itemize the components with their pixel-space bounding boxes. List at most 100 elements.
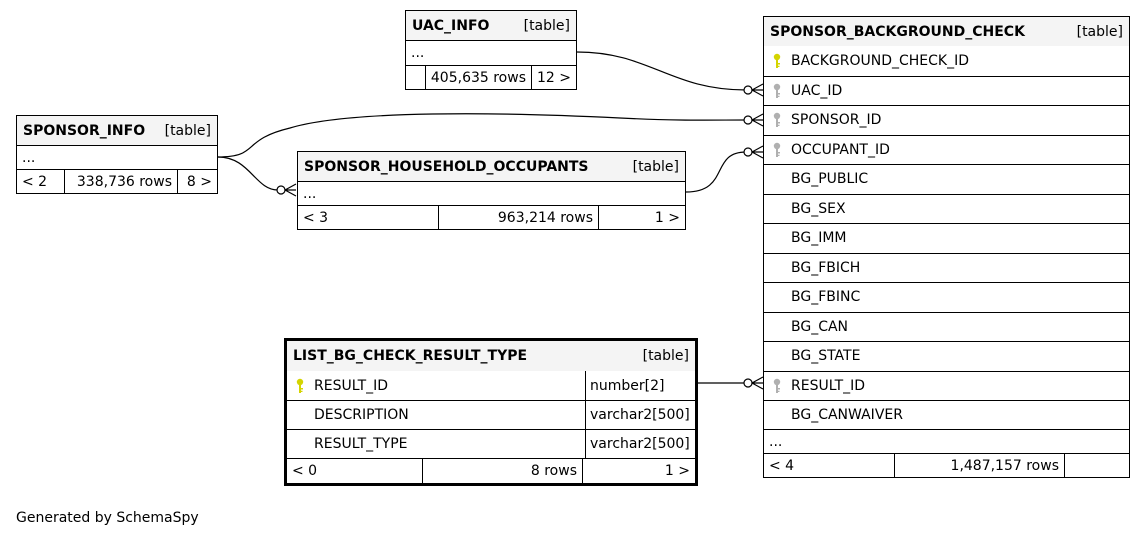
columns-ellipsis: ... bbox=[303, 185, 317, 202]
foreign-key-icon bbox=[773, 378, 781, 393]
column-name[interactable]: BG_FBICH bbox=[764, 254, 865, 283]
children-link[interactable]: 1 > bbox=[598, 206, 685, 229]
column-row[interactable]: BG_SEX bbox=[764, 193, 1129, 224]
column-row[interactable]: BG_STATE bbox=[764, 341, 1129, 371]
edge-sponsor-info-bg bbox=[217, 113, 747, 158]
parents-link[interactable]: < 4 bbox=[769, 457, 795, 474]
column-label: RESULT_ID bbox=[314, 377, 389, 394]
column-row[interactable]: RESULT_TYPE varchar2[500] bbox=[287, 429, 695, 458]
columns-ellipsis: ... bbox=[22, 149, 36, 166]
column-row[interactable]: BACKGROUND_CHECK_ID bbox=[764, 46, 1129, 76]
table-kind: [table] bbox=[632, 158, 679, 175]
column-name[interactable]: SPONSOR_ID bbox=[764, 106, 886, 135]
column-row[interactable]: RESULT_ID number[2] bbox=[287, 371, 695, 400]
edge-uac-info bbox=[576, 51, 747, 91]
column-name[interactable]: OCCUPANT_ID bbox=[764, 136, 895, 165]
children-link[interactable]: 1 > bbox=[582, 459, 695, 483]
crowfoot-circle bbox=[276, 185, 286, 195]
column-name[interactable]: BG_STATE bbox=[764, 342, 865, 371]
row-count: 963,214 rows bbox=[438, 206, 598, 229]
table-kind: [table] bbox=[1076, 23, 1123, 40]
primary-key-icon bbox=[296, 378, 304, 393]
column-name[interactable]: RESULT_TYPE bbox=[287, 430, 585, 458]
table-kind: [table] bbox=[523, 17, 570, 34]
children-link[interactable]: 12 > bbox=[531, 66, 576, 89]
children-link[interactable]: 8 > bbox=[177, 170, 217, 193]
table-sponsor-household-occupants[interactable]: SPONSOR_HOUSEHOLD_OCCUPANTS [table] ... … bbox=[297, 151, 686, 230]
column-row[interactable]: SPONSOR_ID bbox=[764, 105, 1129, 135]
parents-link[interactable]: < 2 bbox=[22, 173, 48, 190]
table-name[interactable]: SPONSOR_INFO bbox=[23, 122, 146, 139]
row-count: 338,736 rows bbox=[64, 170, 177, 193]
crowfoot bbox=[284, 183, 297, 197]
column-row[interactable]: BG_FBINC bbox=[764, 282, 1129, 312]
column-row[interactable]: DESCRIPTION varchar2[500] bbox=[287, 400, 695, 429]
crowfoot-circle bbox=[743, 378, 753, 388]
column-label: BG_SEX bbox=[791, 200, 846, 217]
column-label: BG_IMM bbox=[791, 230, 847, 247]
column-label: BG_FBICH bbox=[791, 259, 861, 276]
parents-link[interactable]: < 3 bbox=[303, 209, 329, 226]
column-row[interactable]: UAC_ID bbox=[764, 75, 1129, 106]
column-name[interactable]: UAC_ID bbox=[764, 77, 847, 106]
column-label: UAC_ID bbox=[791, 82, 843, 99]
table-list-bg-check-result-type[interactable]: LIST_BG_CHECK_RESULT_TYPE [table] RESULT… bbox=[284, 338, 698, 486]
column-name[interactable]: BG_PUBLIC bbox=[764, 165, 873, 194]
column-row[interactable]: BG_CANWAIVER bbox=[764, 400, 1129, 429]
foreign-key-icon bbox=[773, 83, 781, 98]
crowfoot-circle bbox=[743, 147, 753, 157]
column-label: BG_STATE bbox=[791, 348, 861, 365]
edge-sponsor-info-sho bbox=[217, 156, 279, 191]
column-name[interactable]: BG_IMM bbox=[764, 224, 852, 253]
column-name[interactable]: RESULT_ID bbox=[764, 372, 870, 401]
crowfoot bbox=[751, 113, 764, 127]
table-name[interactable]: LIST_BG_CHECK_RESULT_TYPE bbox=[293, 348, 528, 364]
column-label: RESULT_ID bbox=[791, 377, 866, 394]
column-name[interactable]: BG_CAN bbox=[764, 313, 853, 342]
table-name[interactable]: UAC_INFO bbox=[412, 17, 490, 34]
column-label: DESCRIPTION bbox=[314, 407, 409, 423]
row-count: 8 rows bbox=[422, 459, 582, 483]
table-sponsor-info[interactable]: SPONSOR_INFO [table] ... < 2 338,736 row… bbox=[16, 115, 218, 194]
column-label: BG_CANWAIVER bbox=[791, 407, 903, 423]
column-label: RESULT_TYPE bbox=[314, 436, 408, 452]
parents-link[interactable] bbox=[406, 66, 425, 89]
row-count: 405,635 rows bbox=[424, 66, 531, 89]
column-row[interactable]: BG_IMM bbox=[764, 223, 1129, 253]
primary-key-icon bbox=[773, 53, 781, 68]
column-name[interactable]: BG_FBINC bbox=[764, 283, 865, 312]
table-kind: [table] bbox=[642, 348, 689, 364]
crowfoot bbox=[751, 83, 764, 97]
column-label: OCCUPANT_ID bbox=[791, 141, 890, 158]
column-name[interactable]: DESCRIPTION bbox=[287, 401, 585, 429]
column-label: BG_FBINC bbox=[791, 289, 861, 306]
table-name[interactable]: SPONSOR_HOUSEHOLD_OCCUPANTS bbox=[304, 158, 589, 175]
column-label: SPONSOR_ID bbox=[791, 112, 882, 129]
foreign-key-icon bbox=[773, 142, 781, 157]
row-count: 1,487,157 rows bbox=[894, 454, 1064, 477]
table-uac-info[interactable]: UAC_INFO [table] ... 405,635 rows 12 > bbox=[405, 10, 577, 90]
column-label: BACKGROUND_CHECK_ID bbox=[791, 52, 970, 69]
foreign-key-icon bbox=[773, 113, 781, 128]
column-row[interactable]: BG_PUBLIC bbox=[764, 164, 1129, 194]
column-name[interactable]: RESULT_ID bbox=[287, 371, 585, 400]
children-link[interactable] bbox=[1064, 454, 1129, 477]
column-type: varchar2[500] bbox=[585, 401, 695, 429]
column-type: varchar2[500] bbox=[585, 430, 695, 458]
column-type: number[2] bbox=[585, 371, 695, 400]
crowfoot bbox=[751, 145, 764, 159]
table-sponsor-background-check[interactable]: SPONSOR_BACKGROUND_CHECK [table] BACKGRO… bbox=[763, 16, 1130, 478]
column-name[interactable]: BG_CANWAIVER bbox=[764, 401, 908, 429]
edge-sho-occupant bbox=[685, 151, 747, 193]
generated-by-text: Generated by SchemaSpy bbox=[16, 510, 199, 526]
column-row[interactable]: BG_CAN bbox=[764, 311, 1129, 342]
parents-link[interactable]: < 0 bbox=[292, 463, 318, 479]
column-row[interactable]: OCCUPANT_ID bbox=[764, 134, 1129, 165]
column-row[interactable]: RESULT_ID bbox=[764, 370, 1129, 401]
column-name[interactable]: BG_SEX bbox=[764, 195, 851, 224]
column-name[interactable]: BACKGROUND_CHECK_ID bbox=[764, 46, 974, 76]
column-row[interactable]: BG_FBICH bbox=[764, 252, 1129, 283]
table-name[interactable]: SPONSOR_BACKGROUND_CHECK bbox=[770, 23, 1025, 40]
column-label: BG_PUBLIC bbox=[791, 171, 869, 188]
